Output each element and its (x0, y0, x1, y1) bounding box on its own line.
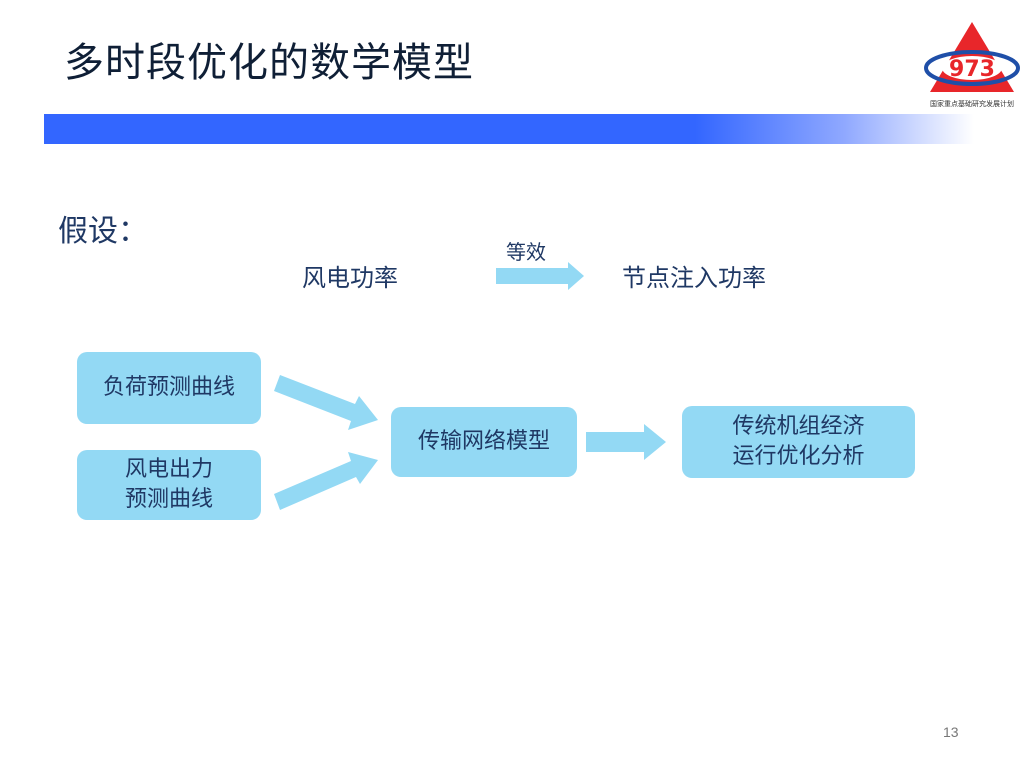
economic-dispatch-box: 传统机组经济 运行优化分析 (682, 406, 915, 478)
wind-forecast-label-line2: 预测曲线 (124, 487, 213, 512)
network-model-box: 传输网络模型 (391, 407, 577, 477)
economic-dispatch-label-line2: 运行优化分析 (732, 444, 865, 469)
wind-forecast-box: 风电出力 预测曲线 (77, 450, 261, 520)
page-number: 13 (943, 724, 959, 740)
assumption-label: 假设： (58, 214, 148, 249)
equivalent-label: 等效 (506, 240, 546, 264)
right-arrow-icon (586, 424, 666, 460)
right-arrow-icon (274, 375, 378, 430)
slide-title: 多时段优化的数学模型 (64, 40, 474, 86)
load-forecast-box: 负荷预测曲线 (77, 352, 261, 424)
logo-number: 973 (949, 57, 995, 82)
right-arrow-icon (496, 262, 584, 290)
network-model-label: 传输网络模型 (417, 429, 550, 454)
wind-forecast-label-line1: 风电出力 (124, 457, 213, 482)
load-forecast-label: 负荷预测曲线 (102, 375, 235, 400)
logo-caption: 国家重点基础研究发展计划 (930, 100, 1014, 108)
node-injection-text: 节点注入功率 (622, 264, 766, 292)
economic-dispatch-label-line1: 传统机组经济 (732, 414, 865, 439)
header-bar (44, 114, 974, 144)
wind-power-text: 风电功率 (302, 264, 398, 292)
right-arrow-icon (274, 452, 378, 510)
logo-973-icon: 973 (924, 22, 1020, 92)
